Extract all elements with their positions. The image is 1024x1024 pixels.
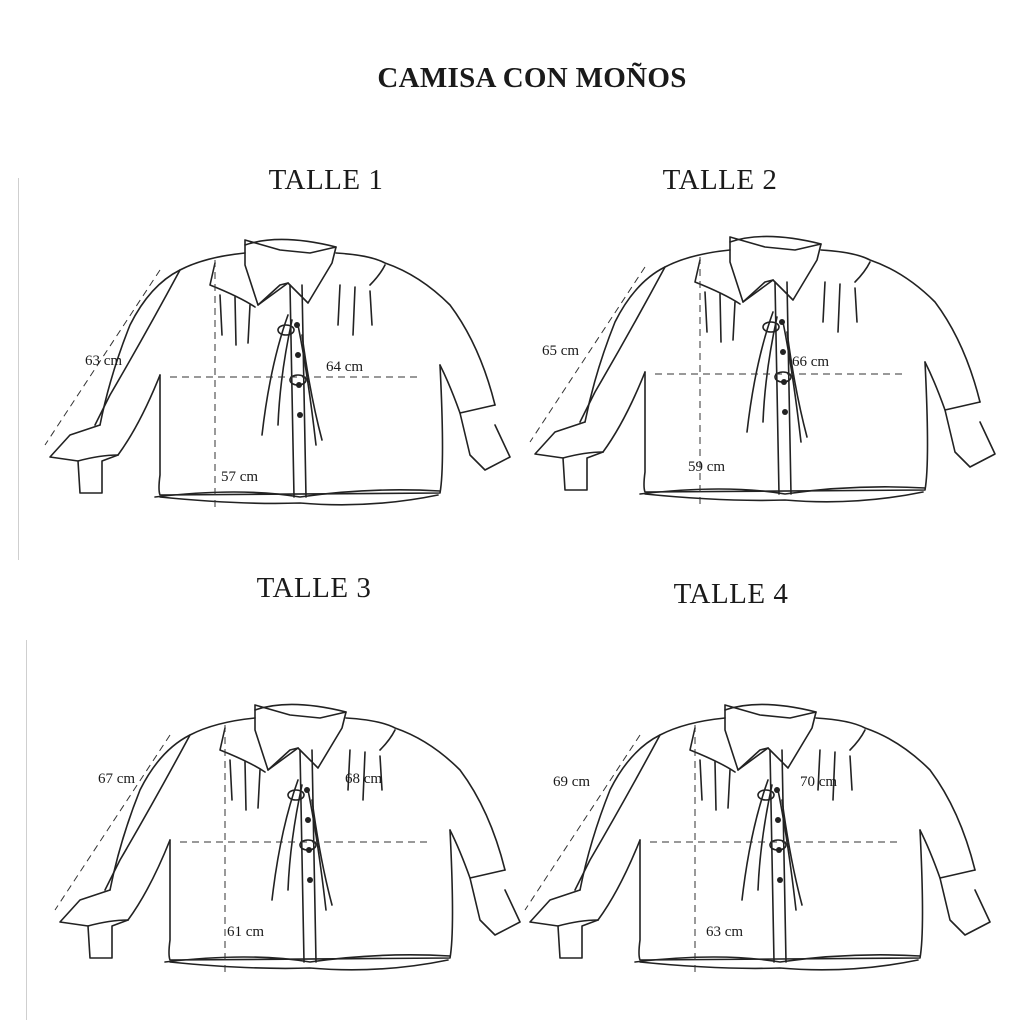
left-margin-line-bottom <box>26 640 27 1020</box>
size-label-4: TALLE 4 <box>673 578 789 610</box>
shirt-drawing-4 <box>524 703 991 975</box>
length-measure-2: 59 cm <box>688 459 726 475</box>
shirt-drawing-2 <box>529 235 996 507</box>
shirt-panel-1: 63 cm 64 cm 57 cm <box>40 225 520 515</box>
length-measure-3: 61 cm <box>227 924 265 940</box>
length-measure-4: 63 cm <box>706 924 744 940</box>
sleeve-measure-3: 67 cm <box>98 771 136 787</box>
chest-measure-3: 68 cm <box>345 771 383 787</box>
sleeve-measure-2: 65 cm <box>542 343 580 359</box>
size-label-2: TALLE 2 <box>662 164 778 196</box>
shirt-panel-2: 65 cm 66 cm 59 cm <box>525 222 1005 512</box>
size-label-3: TALLE 3 <box>256 572 372 604</box>
left-margin-line-top <box>18 178 19 560</box>
size-label-1: TALLE 1 <box>268 164 384 196</box>
sleeve-measure-4: 69 cm <box>553 774 591 790</box>
page-title: CAMISA CON MOÑOS <box>377 62 687 94</box>
chest-measure-2: 66 cm <box>792 354 830 370</box>
chest-measure-4: 70 cm <box>800 774 838 790</box>
shirt-drawing-1 <box>44 238 511 510</box>
sleeve-measure-1: 63 cm <box>85 353 123 369</box>
chest-measure-1: 64 cm <box>326 359 364 375</box>
length-measure-1: 57 cm <box>221 469 259 485</box>
shirt-drawing-3 <box>54 703 521 975</box>
shirt-panel-3: 67 cm 68 cm 61 cm <box>50 690 530 980</box>
shirt-panel-4: 69 cm 70 cm 63 cm <box>520 690 1000 980</box>
